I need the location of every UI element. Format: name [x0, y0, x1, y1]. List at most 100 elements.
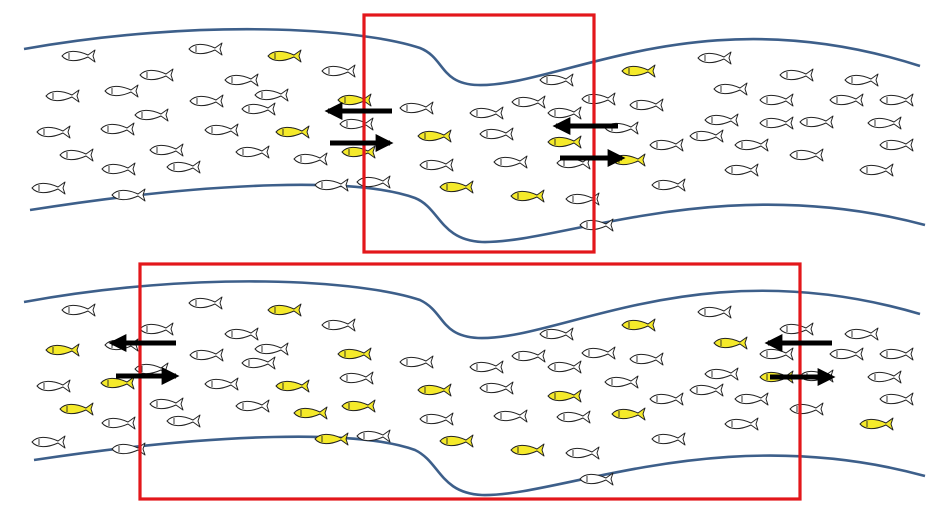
marked-fish	[510, 443, 545, 457]
unmarked-fish	[36, 125, 71, 139]
unmarked-fish	[254, 342, 289, 356]
unmarked-fish	[469, 106, 504, 120]
unmarked-fish	[629, 98, 664, 112]
bottom-arrow-group	[108, 334, 836, 386]
unmarked-fish	[759, 93, 794, 107]
unmarked-fish	[879, 138, 914, 152]
marked-fish	[341, 145, 376, 159]
marked-fish	[337, 347, 372, 361]
unmarked-fish	[399, 355, 434, 369]
bottom-sampling-box	[138, 262, 802, 501]
unmarked-fish	[204, 377, 239, 391]
unmarked-fish	[31, 435, 66, 449]
marked-fish	[859, 417, 894, 431]
unmarked-fish	[734, 392, 769, 406]
marked-fish	[267, 49, 302, 63]
unmarked-fish	[799, 115, 834, 129]
unmarked-fish	[689, 383, 724, 397]
marked-fish	[713, 336, 748, 350]
unmarked-fish	[479, 381, 514, 395]
unmarked-fish	[547, 360, 582, 374]
unmarked-fish	[101, 416, 136, 430]
marked-fish	[45, 343, 80, 357]
unmarked-fish	[235, 145, 270, 159]
unmarked-fish	[724, 163, 759, 177]
unmarked-fish	[241, 356, 276, 370]
unmarked-fish	[224, 327, 259, 341]
unmarked-fish	[59, 148, 94, 162]
unmarked-fish	[493, 155, 528, 169]
unmarked-fish	[789, 148, 824, 162]
unmarked-fish	[493, 409, 528, 423]
unmarked-fish	[166, 160, 201, 174]
marked-fish	[621, 318, 656, 332]
unmarked-fish	[844, 327, 879, 341]
unmarked-fish	[789, 402, 824, 416]
top-river-lower-bank	[29, 183, 926, 244]
unmarked-fish	[321, 318, 356, 332]
unmarked-fish	[689, 129, 724, 143]
unmarked-fish	[879, 392, 914, 406]
unmarked-fish	[419, 158, 454, 172]
marked-fish	[341, 399, 376, 413]
unmarked-fish	[779, 68, 814, 82]
unmarked-fish	[844, 73, 879, 87]
unmarked-fish	[31, 181, 66, 195]
marked-fish	[275, 125, 310, 139]
unmarked-fish	[829, 347, 864, 361]
marked-fish	[267, 303, 302, 317]
unmarked-fish	[188, 42, 223, 56]
marked-fish	[547, 135, 582, 149]
unmarked-fish	[241, 102, 276, 116]
unmarked-fish	[604, 375, 639, 389]
top-panel	[23, 13, 926, 254]
top-arrow-group	[324, 102, 626, 167]
unmarked-fish	[254, 88, 289, 102]
unmarked-fish	[204, 123, 239, 137]
unmarked-fish	[511, 95, 546, 109]
unmarked-fish	[556, 410, 591, 424]
unmarked-fish	[134, 108, 169, 122]
unmarked-fish	[469, 360, 504, 374]
marked-fish	[417, 383, 452, 397]
unmarked-fish	[651, 432, 686, 446]
unmarked-fish	[779, 322, 814, 336]
marked-fish	[611, 407, 646, 421]
unmarked-fish	[581, 346, 616, 360]
unmarked-fish	[759, 116, 794, 130]
unmarked-fish	[139, 322, 174, 336]
unmarked-fish	[759, 347, 794, 361]
unmarked-fish	[879, 93, 914, 107]
unmarked-fish	[339, 371, 374, 385]
bottom-panel	[23, 262, 926, 501]
top-fish-group	[31, 42, 914, 232]
unmarked-fish	[629, 352, 664, 366]
unmarked-fish	[189, 94, 224, 108]
unmarked-fish	[649, 392, 684, 406]
unmarked-fish	[704, 367, 739, 381]
unmarked-fish	[565, 446, 600, 460]
marked-fish	[510, 189, 545, 203]
unmarked-fish	[724, 417, 759, 431]
marked-fish	[100, 376, 135, 390]
unmarked-fish	[61, 303, 96, 317]
unmarked-fish	[704, 113, 739, 127]
marked-fish	[275, 379, 310, 393]
unmarked-fish	[713, 82, 748, 96]
unmarked-fish	[734, 138, 769, 152]
unmarked-fish	[539, 73, 574, 87]
marked-fish	[439, 180, 474, 194]
unmarked-fish	[339, 117, 374, 131]
marked-fish	[417, 129, 452, 143]
unmarked-fish	[511, 349, 546, 363]
marked-fish	[59, 402, 94, 416]
marked-fish	[439, 434, 474, 448]
marked-fish	[547, 389, 582, 403]
unmarked-fish	[399, 101, 434, 115]
unmarked-fish	[651, 178, 686, 192]
unmarked-fish	[235, 399, 270, 413]
unmarked-fish	[224, 73, 259, 87]
unmarked-fish	[189, 348, 224, 362]
unmarked-fish	[61, 49, 96, 63]
